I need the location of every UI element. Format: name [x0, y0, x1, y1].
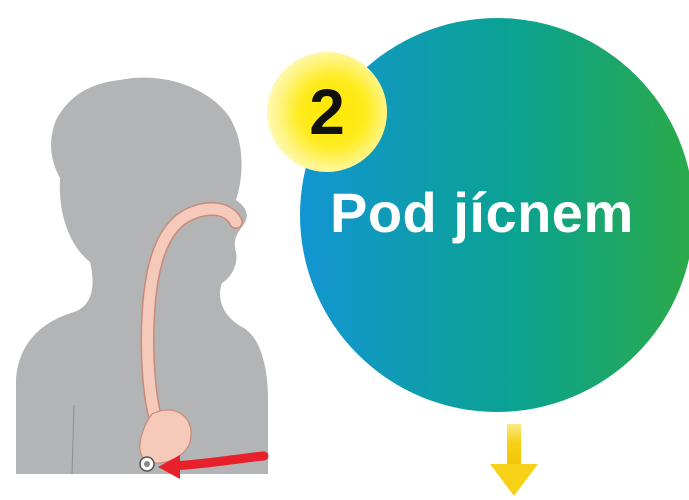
- body-illustration: [0, 0, 300, 500]
- body-silhouette: [16, 78, 268, 474]
- step-number: 2: [267, 52, 387, 172]
- down-arrow-icon: [484, 424, 544, 498]
- capsule-device-icon: [140, 457, 154, 471]
- step-title: Pod jícnem: [330, 180, 689, 245]
